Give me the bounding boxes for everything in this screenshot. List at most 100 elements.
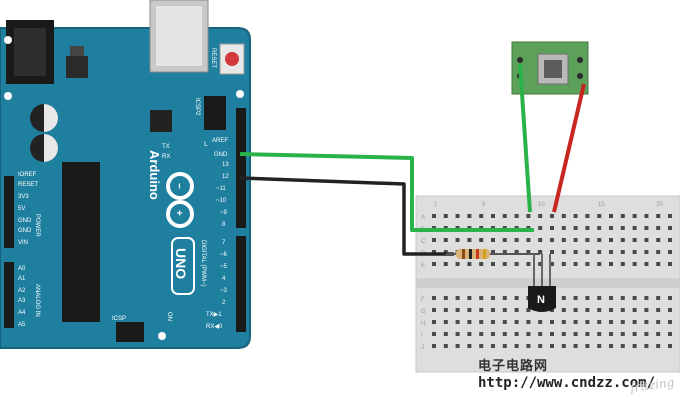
breadboard-hole xyxy=(632,250,637,254)
arduino-label: Arduino xyxy=(147,150,162,200)
analog-header xyxy=(4,262,14,328)
breadboard-hole xyxy=(514,308,519,312)
reset-label: RESET xyxy=(210,48,216,68)
breadboard: 1 5 10 15 20 A B C D E F G H I J xyxy=(415,195,680,373)
digital-label: DIGITAL (PWM~) xyxy=(200,240,206,287)
breadboard-hole xyxy=(620,332,625,336)
breadboard-hole xyxy=(573,296,578,300)
power-label: POWER xyxy=(34,214,40,237)
breadboard-hole xyxy=(467,320,472,324)
svg-text:RESET: RESET xyxy=(18,182,38,188)
breadboard-hole xyxy=(656,320,661,324)
breadboard-hole xyxy=(502,238,507,242)
breadboard-hole xyxy=(526,332,531,336)
breadboard-hole xyxy=(561,250,566,254)
breadboard-hole xyxy=(609,238,613,242)
breadboard-hole xyxy=(620,238,625,242)
breadboard-hole xyxy=(432,296,436,300)
breadboard-hole xyxy=(432,214,436,218)
breadboard-hole xyxy=(561,332,566,336)
breadboard-hole xyxy=(632,332,637,336)
breadboard-hole xyxy=(514,250,519,254)
breadboard-hole xyxy=(620,226,625,230)
breadboard-hole xyxy=(502,332,507,336)
microcontroller xyxy=(62,162,100,322)
breadboard-hole xyxy=(479,214,484,218)
svg-text:12: 12 xyxy=(222,174,229,180)
breadboard-hole xyxy=(573,226,578,230)
svg-text:VIN: VIN xyxy=(18,240,28,246)
breadboard-hole xyxy=(620,262,625,266)
watermark-chinese: 电子电路网 xyxy=(478,359,549,374)
breadboard-hole xyxy=(561,308,566,312)
analog-label: ANALOG IN xyxy=(34,284,40,317)
svg-text:5V: 5V xyxy=(18,206,25,212)
breadboard-hole xyxy=(502,250,507,254)
resistor xyxy=(446,249,540,259)
breadboard-hole xyxy=(467,262,472,266)
breadboard-hole xyxy=(467,238,472,242)
breadboard-hole xyxy=(502,308,507,312)
breadboard-hole xyxy=(443,238,448,242)
breadboard-hole xyxy=(514,214,519,218)
button-red-wire xyxy=(552,83,586,213)
breadboard-hole xyxy=(644,320,649,324)
svg-text:GND: GND xyxy=(214,152,228,158)
icsp-label: ICSP xyxy=(112,316,126,322)
breadboard-hole xyxy=(479,320,484,324)
breadboard-hole xyxy=(502,320,507,324)
svg-text:~6: ~6 xyxy=(220,252,228,258)
breadboard-hole xyxy=(538,226,543,230)
watermark-url: http://www.cndzz.com/ xyxy=(478,375,656,391)
breadboard-hole xyxy=(585,262,590,266)
breadboard-hole xyxy=(632,344,637,348)
breadboard-hole xyxy=(668,250,672,254)
svg-text:−: − xyxy=(173,183,184,189)
svg-text:15: 15 xyxy=(598,202,605,208)
breadboard-hole xyxy=(597,250,602,254)
breadboard-hole xyxy=(526,308,531,312)
svg-text:13: 13 xyxy=(222,162,229,168)
breadboard-hole xyxy=(656,296,661,300)
breadboard-hole xyxy=(491,320,495,324)
breadboard-hole xyxy=(632,226,637,230)
breadboard-hole xyxy=(491,332,495,336)
breadboard-hole xyxy=(561,296,566,300)
breadboard-hole xyxy=(668,262,672,266)
breadboard-hole xyxy=(432,332,436,336)
breadboard-hole xyxy=(573,250,578,254)
svg-text:+: + xyxy=(173,210,184,216)
breadboard-hole xyxy=(455,262,460,266)
breadboard-hole xyxy=(597,214,602,218)
svg-text:A2: A2 xyxy=(18,288,26,294)
breadboard-hole xyxy=(491,344,495,348)
breadboard-hole xyxy=(526,344,531,348)
breadboard-hole xyxy=(620,344,625,348)
breadboard-hole xyxy=(656,226,661,230)
breadboard-hole xyxy=(585,308,590,312)
breadboard-hole xyxy=(467,308,472,312)
svg-text:H: H xyxy=(421,321,425,327)
breadboard-hole xyxy=(455,320,460,324)
breadboard-hole xyxy=(550,320,554,324)
breadboard-hole xyxy=(514,332,519,336)
breadboard-hole xyxy=(585,238,590,242)
breadboard-hole xyxy=(443,250,448,254)
svg-text:G: G xyxy=(421,309,426,315)
breadboard-hole xyxy=(432,238,436,242)
breadboard-hole xyxy=(467,214,472,218)
button-green-wire xyxy=(518,63,532,213)
breadboard-hole xyxy=(550,238,554,242)
breadboard-hole xyxy=(514,344,519,348)
breadboard-hole xyxy=(609,308,613,312)
breadboard-hole xyxy=(526,262,531,266)
tx-label: TX xyxy=(162,144,170,150)
breadboard-hole xyxy=(656,238,661,242)
breadboard-hole xyxy=(668,226,672,230)
breadboard-hole xyxy=(609,344,613,348)
breadboard-hole xyxy=(609,214,613,218)
breadboard-hole xyxy=(656,262,661,266)
breadboard-hole xyxy=(573,332,578,336)
